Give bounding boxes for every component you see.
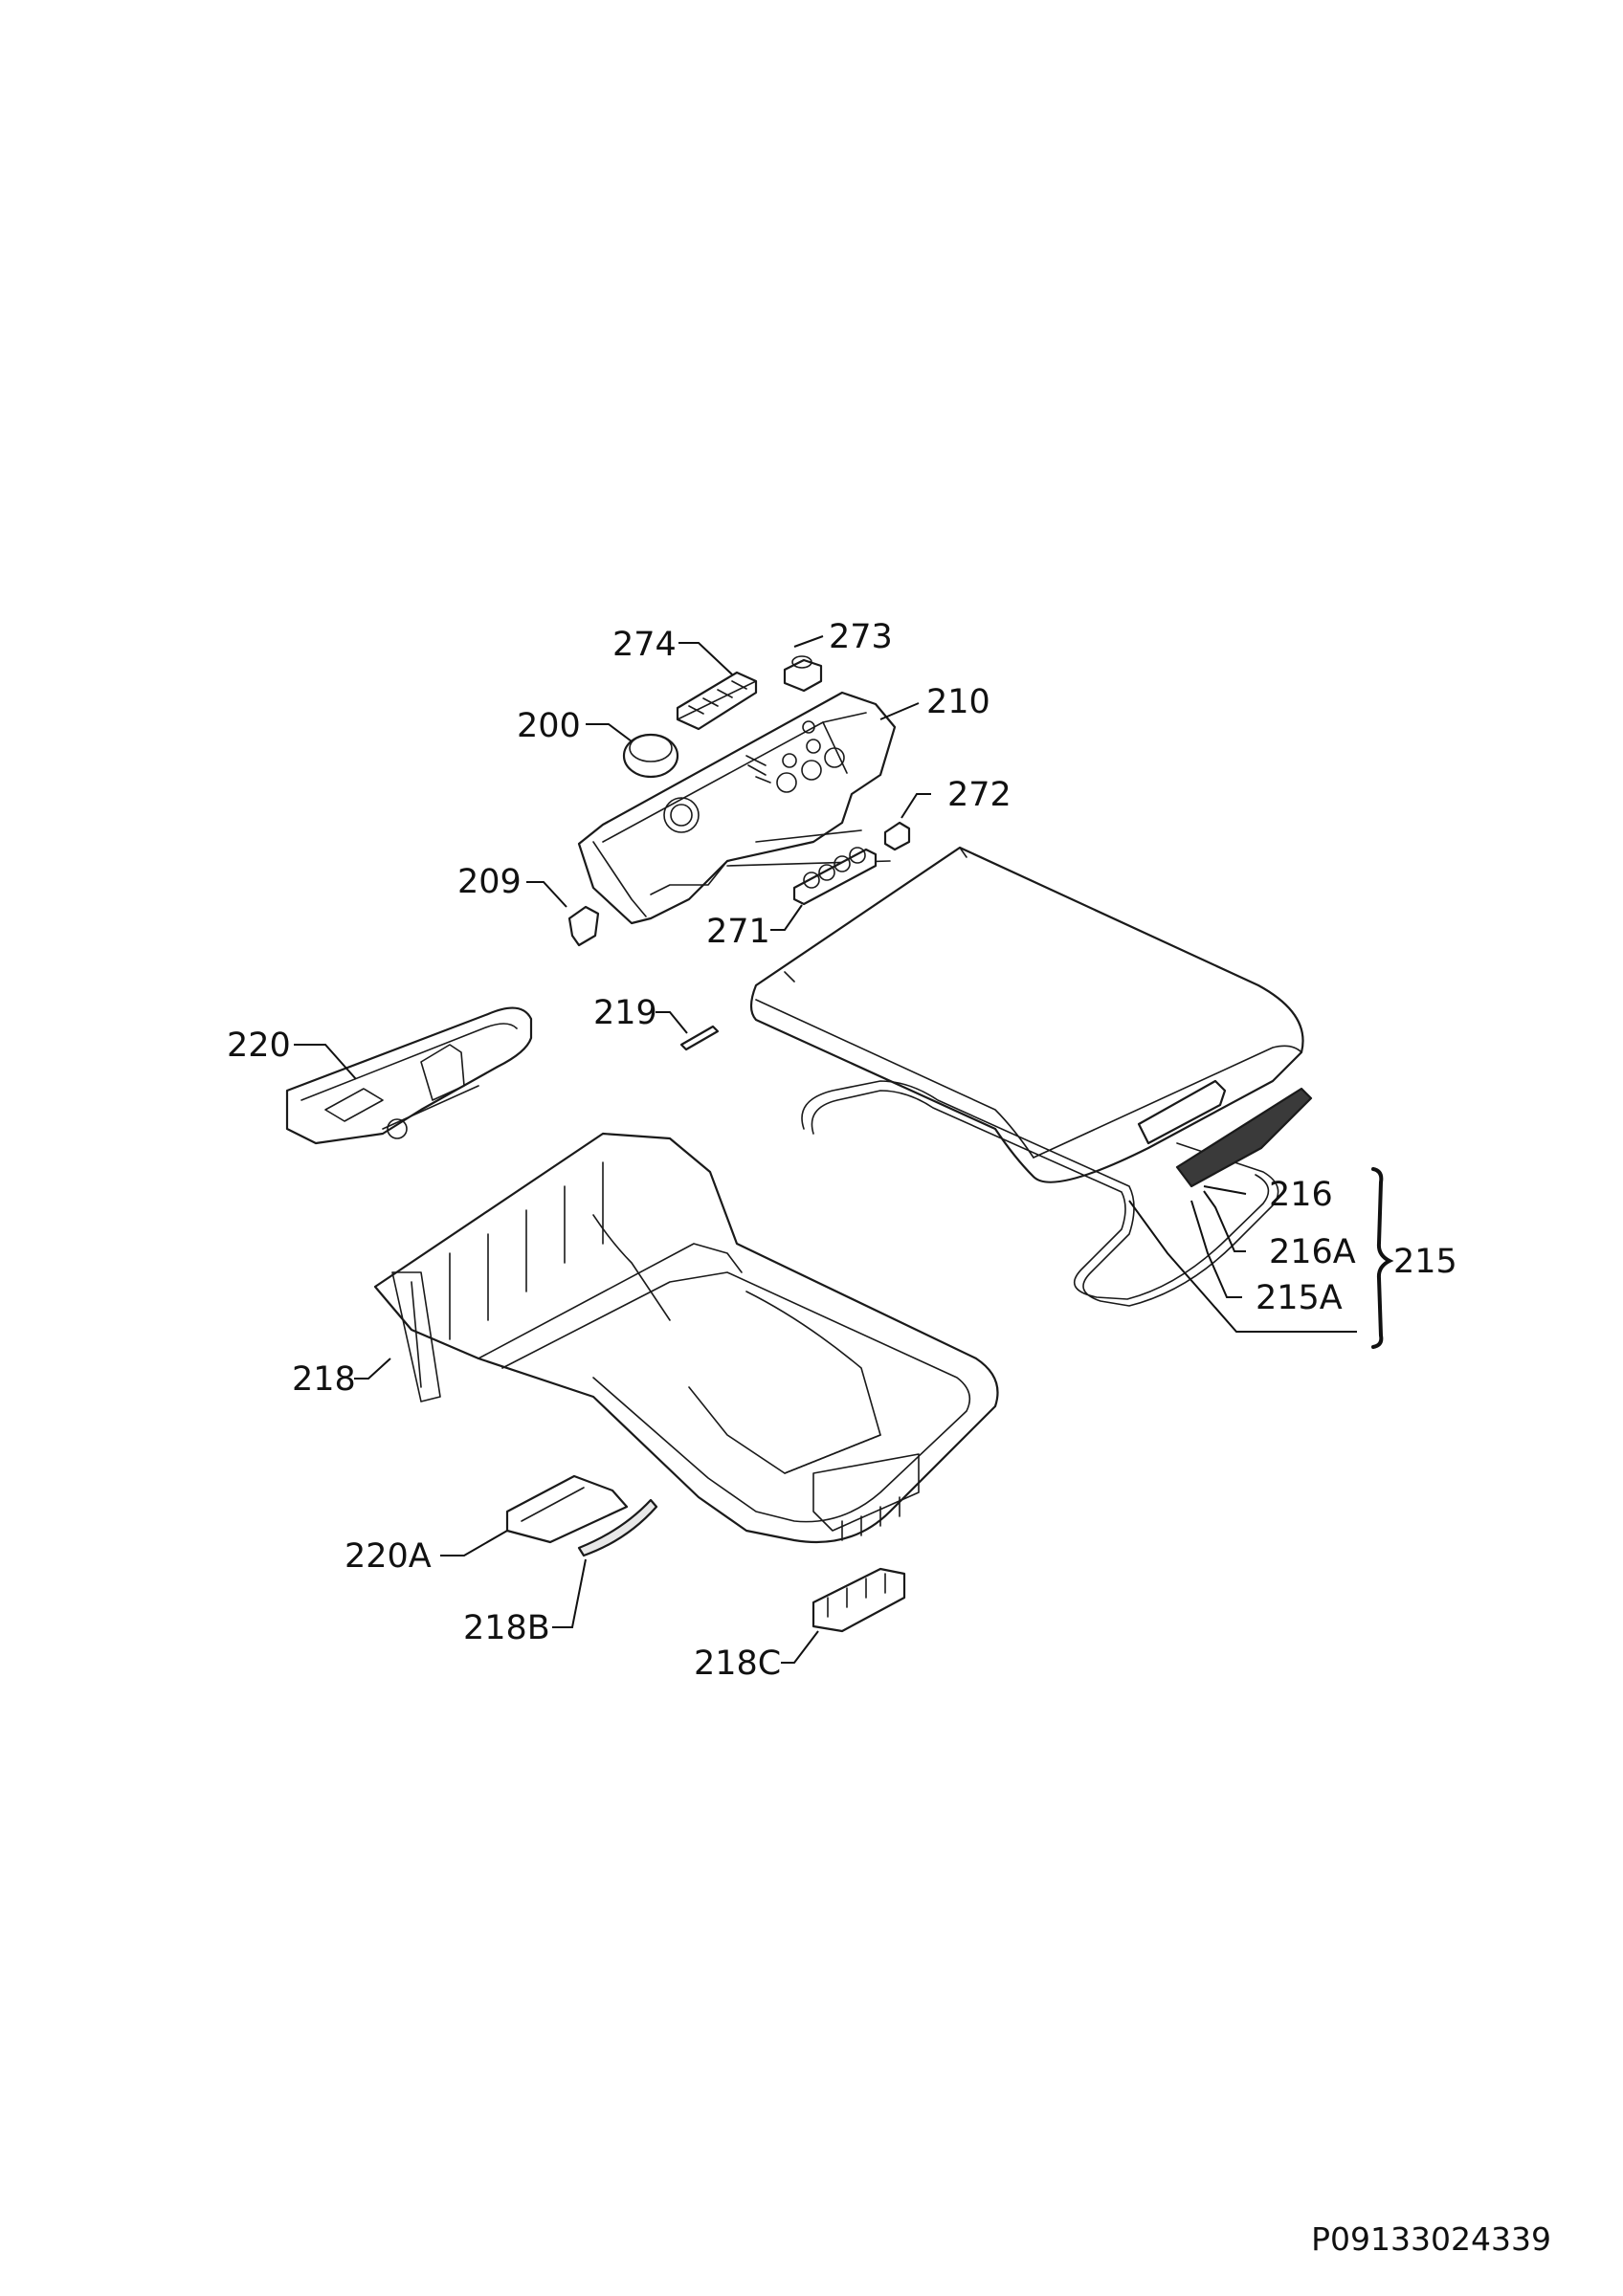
label-271: 271	[706, 913, 770, 951]
switch-component	[783, 655, 823, 693]
label-273: 273	[829, 618, 893, 656]
clip-part	[567, 905, 600, 947]
label-210: 210	[926, 683, 990, 721]
lid-handle	[1137, 1079, 1313, 1188]
frame-bracket	[812, 1567, 906, 1633]
control-panel-housing	[577, 691, 897, 925]
indicator-light	[883, 821, 911, 851]
label-220: 220	[227, 1027, 291, 1065]
label-218: 218	[292, 1360, 356, 1399]
leader-lines	[294, 635, 1357, 1664]
label-219: 219	[593, 994, 657, 1032]
selector-knob	[622, 733, 679, 779]
lid	[749, 846, 1304, 1183]
part-labels: 274 273 200 210 272 209 271 219 220 216 …	[227, 618, 1457, 1683]
button-holder	[676, 671, 758, 731]
detergent-dispenser	[285, 1006, 533, 1145]
label-216a: 216A	[1269, 1233, 1356, 1271]
grouping-brace	[1371, 1167, 1394, 1349]
label-215: 215	[1393, 1243, 1457, 1281]
label-215a: 215A	[1256, 1279, 1343, 1317]
label-272: 272	[947, 776, 1012, 814]
label-274: 274	[612, 626, 677, 664]
label-200: 200	[517, 707, 581, 745]
trim-strip	[577, 1498, 658, 1557]
lid-seal	[801, 1080, 1279, 1307]
label-216: 216	[1269, 1176, 1333, 1214]
label-218b: 218B	[463, 1609, 550, 1647]
push-buttons-row	[792, 847, 878, 906]
label-209: 209	[457, 863, 522, 901]
top-frame	[373, 1132, 999, 1544]
label-220a: 220A	[345, 1537, 432, 1576]
label-218c: 218C	[694, 1645, 781, 1683]
document-code: P09133024339	[1311, 2220, 1551, 2258]
hinge-pin	[679, 1025, 720, 1051]
